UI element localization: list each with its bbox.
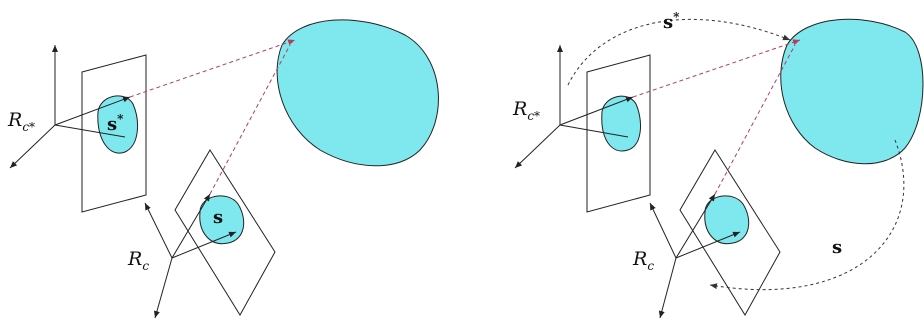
frame-desired-axis-down-right xyxy=(514,124,561,169)
feature-blob-current-right xyxy=(704,195,750,245)
transform-arc-top-right xyxy=(567,18,791,86)
right-panel: Rc* Rc s* s xyxy=(512,10,924,319)
frame-current-ray-left xyxy=(171,231,237,259)
label-feature-current-right: s xyxy=(832,237,842,258)
transform-arc-bottom-right xyxy=(709,139,905,291)
label-feature-current-left: s xyxy=(213,207,223,228)
object-3d-left xyxy=(276,19,439,167)
feature-blob-desired-left xyxy=(97,95,138,154)
frame-current-axis-up-left xyxy=(144,202,173,259)
frame-current-axis-down-right xyxy=(658,257,677,319)
frame-desired-ray-left xyxy=(54,124,126,138)
image-plane-current-left xyxy=(174,149,276,316)
frame-current-axis-up-right xyxy=(649,202,677,259)
frame-current-axis-down-left xyxy=(154,257,173,319)
projection-desired-left xyxy=(129,39,296,98)
image-plane-current-right xyxy=(679,149,781,316)
feature-blob-desired-right xyxy=(601,95,641,152)
label-feature-desired-left: s* xyxy=(107,112,124,135)
label-frame-current-right: Rc xyxy=(632,248,654,273)
frame-current-ray-right xyxy=(675,231,741,259)
frame-desired-axis-down-left xyxy=(9,124,56,169)
left-panel: Rc* Rc s* s xyxy=(7,19,439,319)
frame-current-axis-optical-left xyxy=(171,193,211,259)
frame-current-axis-optical-right xyxy=(675,193,716,259)
projection-desired-right xyxy=(632,39,801,98)
label-feature-desired-right: s* xyxy=(663,10,680,33)
label-frame-desired-left: Rc* xyxy=(7,109,35,134)
label-frame-current-left: Rc xyxy=(127,248,149,273)
frame-desired-ray-right xyxy=(559,124,629,138)
frame-desired-axis-optical-left xyxy=(54,96,131,126)
object-3d-right xyxy=(780,18,924,165)
feature-blob-current-left xyxy=(199,195,245,245)
image-plane-desired-left xyxy=(81,54,147,213)
projection-current-left xyxy=(209,44,291,195)
projection-current-right xyxy=(714,44,796,195)
image-plane-desired-right xyxy=(586,54,651,213)
label-frame-desired-right: Rc* xyxy=(512,98,540,123)
frame-desired-axis-optical-right xyxy=(559,96,634,126)
